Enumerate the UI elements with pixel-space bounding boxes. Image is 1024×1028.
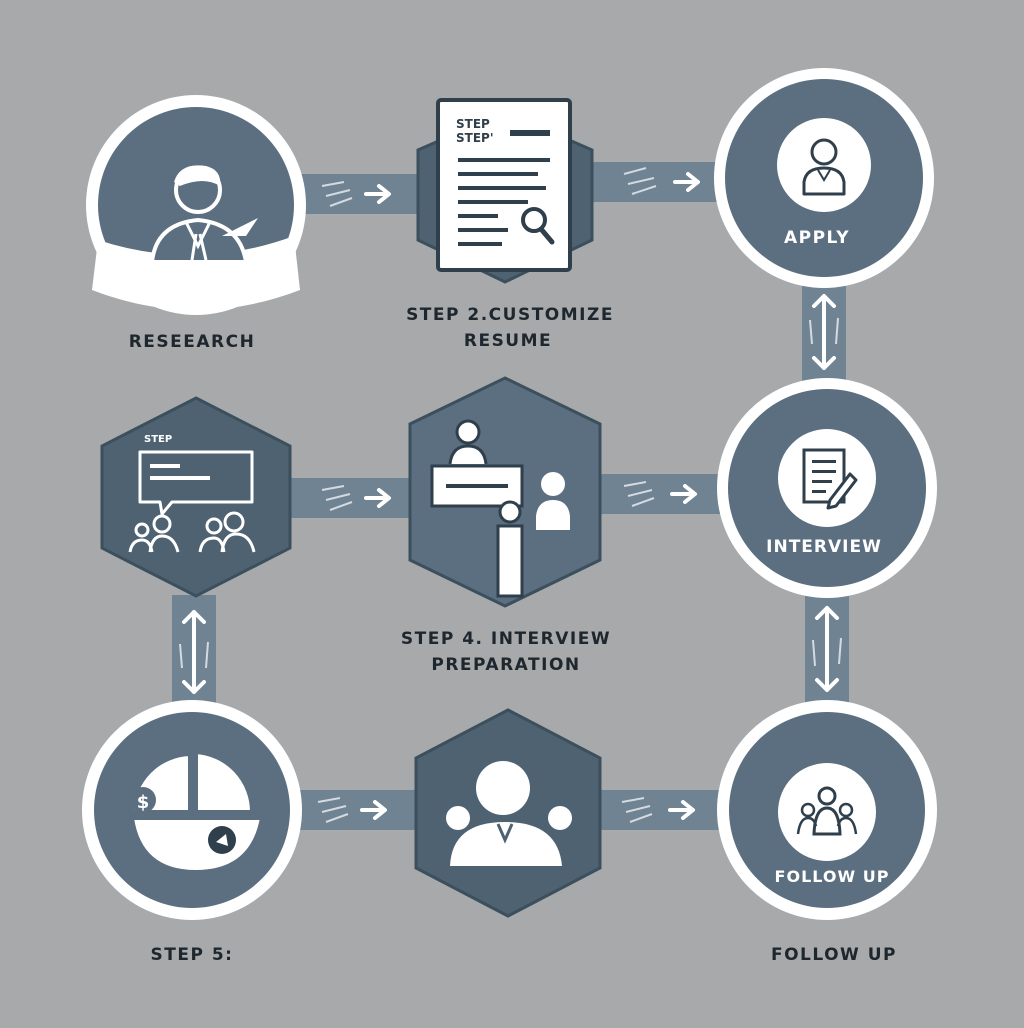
magnifier-icon [521, 207, 555, 245]
connector-hex1-to-step5 [172, 595, 216, 715]
team-icon [796, 786, 858, 836]
apply-label: APPLY [784, 228, 850, 248]
chat-box-icon [138, 450, 254, 516]
research-node [86, 95, 306, 315]
step5-label: STEP 5: [151, 945, 234, 965]
networking-step-text: STEP [144, 434, 172, 445]
follow-up-node: FOLLOW UP [717, 700, 937, 920]
interviewer-icon [430, 419, 524, 508]
step5-node: $ [82, 700, 302, 920]
step2-label-line2: RESUME [464, 331, 552, 351]
pie-chart-icon: $ [129, 749, 265, 875]
businessman-icon [150, 165, 258, 264]
resume-document-icon: STEP STEP' [436, 98, 572, 272]
interview-label: INTERVIEW [766, 537, 882, 557]
follow-up-inner-label: FOLLOW UP [775, 867, 890, 886]
research-label: RESEEARCH [129, 332, 256, 352]
connector-interview-to-followup [805, 590, 849, 715]
people-group-right-icon [198, 511, 256, 553]
networking-node: STEP [100, 396, 292, 598]
connector-apply-to-interview [802, 282, 846, 392]
interview-node: INTERVIEW [717, 378, 937, 598]
resume-node: STEP STEP' [416, 98, 594, 284]
dollar-sign: $ [137, 792, 150, 813]
follow-up-label: FOLLOW UP [771, 945, 897, 965]
step2-label-line1: STEP 2.CUSTOMIZE [406, 305, 614, 325]
people-group-left-icon [128, 514, 180, 553]
resume-doc-step-2: STEP' [456, 131, 494, 145]
networking-person-node [414, 708, 602, 918]
connector-hex1-to-hex2 [290, 478, 425, 518]
connector-research-to-resume [290, 174, 425, 214]
step4-label-line1: STEP 4. INTERVIEW [401, 629, 611, 649]
interview-preparation-node [408, 376, 602, 608]
resume-doc-step-1: STEP [456, 117, 490, 131]
apply-node: APPLY [714, 68, 934, 288]
user-icon [802, 138, 846, 196]
connector-hex2-to-interview [594, 474, 724, 514]
step4-label-line2: PREPARATION [431, 655, 580, 675]
speaker-icon [496, 500, 524, 598]
connector-step5-to-hex3 [290, 790, 425, 830]
person-group-icon [446, 761, 572, 866]
document-edit-icon [802, 448, 858, 510]
connector-resume-to-apply [590, 162, 730, 202]
connector-hex3-to-followup [596, 790, 726, 830]
candidate-icon [536, 472, 570, 530]
